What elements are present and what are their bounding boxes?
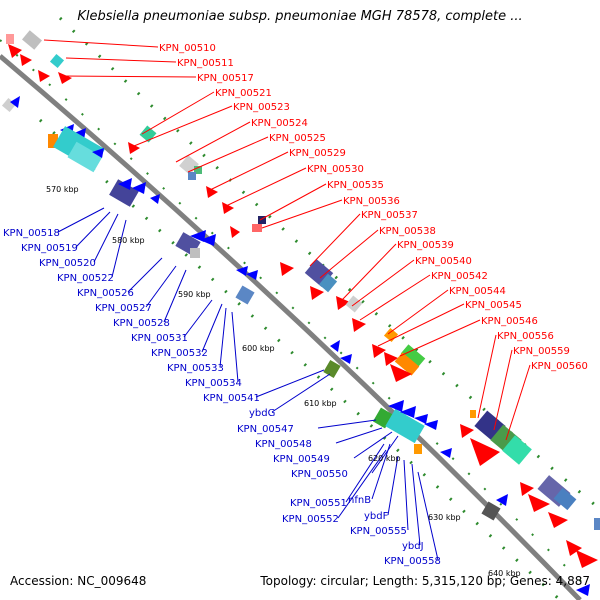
- gene-label[interactable]: KPN_00518: [3, 228, 60, 239]
- gene-label[interactable]: KPN_00530: [307, 164, 364, 175]
- gene-label[interactable]: KPN_00545: [465, 300, 522, 311]
- gene-label[interactable]: KPN_00540: [415, 256, 472, 267]
- tick-label: 570 kbp: [46, 185, 79, 194]
- gene-label[interactable]: KPN_00546: [481, 316, 538, 327]
- gene-label[interactable]: KPN_00559: [513, 346, 570, 357]
- gene-label[interactable]: KPN_00547: [237, 424, 294, 435]
- gene-label[interactable]: KPN_00560: [531, 361, 588, 372]
- tick-label: 580 kbp: [112, 236, 145, 245]
- gene-label[interactable]: ybdF: [364, 511, 389, 522]
- gene-label[interactable]: KPN_00531: [131, 333, 188, 344]
- tick-label: 620 kbp: [368, 454, 401, 463]
- gene-label[interactable]: ybdJ: [402, 541, 424, 552]
- gene-label[interactable]: KPN_00555: [350, 526, 407, 537]
- gene-label[interactable]: KPN_00521: [215, 88, 272, 99]
- gene-label[interactable]: KPN_00549: [273, 454, 330, 465]
- gene-label[interactable]: KPN_00544: [449, 286, 506, 297]
- ticks-guide-track: [0, 39, 591, 591]
- gene-label[interactable]: KPN_00551: [290, 498, 347, 509]
- gene-label[interactable]: KPN_00528: [113, 318, 170, 329]
- gene-label[interactable]: KPN_00523: [233, 102, 290, 113]
- map-title: Klebsiella pneumoniae subsp. pneumoniae …: [77, 9, 523, 24]
- gene-label[interactable]: KPN_00539: [397, 240, 454, 251]
- gene-label[interactable]: ybdG: [249, 408, 275, 419]
- forward-leaders: [43, 39, 531, 441]
- gene-label[interactable]: KPN_00525: [269, 133, 326, 144]
- gene-label[interactable]: KPN_00520: [39, 258, 96, 269]
- outer-guide-track: [58, 16, 596, 507]
- gene-label[interactable]: KPN_00538: [379, 226, 436, 237]
- forward-genes: [6, 30, 600, 568]
- gene-label[interactable]: KPN_00524: [251, 118, 308, 129]
- genome-summary-text: Topology: circular; Length: 5,315,120 bp…: [260, 574, 590, 588]
- gene-label[interactable]: KPN_00519: [21, 243, 78, 254]
- forward-gene-labels: KPN_00510 KPN_00511 KPN_00517 KPN_00521 …: [159, 43, 588, 372]
- gene-label[interactable]: KPN_00533: [167, 363, 224, 374]
- gene-label[interactable]: KPN_00511: [177, 58, 234, 69]
- gene-label[interactable]: KPN_00527: [95, 303, 152, 314]
- gene-label[interactable]: KPN_00542: [431, 271, 488, 282]
- gene-label[interactable]: KPN_00552: [282, 514, 339, 525]
- tick-label: 630 kbp: [428, 513, 461, 522]
- gene-label[interactable]: KPN_00534: [185, 378, 242, 389]
- tick-label: 610 kbp: [304, 399, 337, 408]
- gene-label[interactable]: KPN_00558: [384, 556, 441, 567]
- genome-backbone: [0, 54, 582, 600]
- tick-label: 600 kbp: [242, 344, 275, 353]
- gene-label[interactable]: KPN_00517: [197, 73, 254, 84]
- gene-label[interactable]: KPN_00537: [361, 210, 418, 221]
- gene-label[interactable]: KPN_00522: [57, 273, 114, 284]
- gene-label[interactable]: KPN_00541: [203, 393, 260, 404]
- gene-label[interactable]: KPN_00550: [291, 469, 348, 480]
- tick-label: 640 kbp: [488, 569, 521, 578]
- reverse-gene-labels: KPN_00518 KPN_00519 KPN_00520 KPN_00522 …: [3, 228, 441, 567]
- gene-label[interactable]: KPN_00548: [255, 439, 312, 450]
- gene-label[interactable]: KPN_00535: [327, 180, 384, 191]
- gene-label[interactable]: KPN_00532: [151, 348, 208, 359]
- reverse-genes: [1, 96, 590, 596]
- scale-ticks: 570 kbp 580 kbp 590 kbp 600 kbp 610 kbp …: [46, 185, 521, 578]
- gene-label[interactable]: KPN_00526: [77, 288, 134, 299]
- reverse-leaders: [57, 207, 439, 561]
- tick-label: 590 kbp: [178, 290, 211, 299]
- gene-label[interactable]: nfnB: [348, 495, 371, 506]
- gene-label[interactable]: KPN_00536: [343, 196, 400, 207]
- gene-label[interactable]: KPN_00510: [159, 43, 216, 54]
- gene-label[interactable]: KPN_00529: [289, 148, 346, 159]
- gene-label[interactable]: KPN_00556: [497, 331, 554, 342]
- accession-text: Accession: NC_009648: [10, 574, 147, 588]
